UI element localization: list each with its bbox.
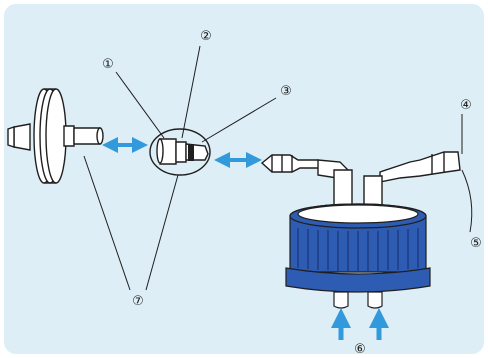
callout-4: ④ bbox=[460, 98, 472, 113]
callout-2: ② bbox=[200, 29, 212, 44]
syringe-filter bbox=[7, 88, 104, 184]
bottle-cap bbox=[285, 203, 431, 309]
callout-3: ③ bbox=[280, 84, 292, 99]
callout-6: ⑥ bbox=[354, 342, 366, 357]
twin-barb-fitting bbox=[260, 151, 461, 216]
o-ring bbox=[188, 144, 194, 161]
callout-1: ① bbox=[102, 57, 114, 72]
leader-lines bbox=[83, 45, 473, 291]
callout-5: ⑤ bbox=[470, 236, 482, 251]
callout-7: ⑦ bbox=[132, 294, 144, 309]
diagram-background bbox=[4, 4, 484, 354]
